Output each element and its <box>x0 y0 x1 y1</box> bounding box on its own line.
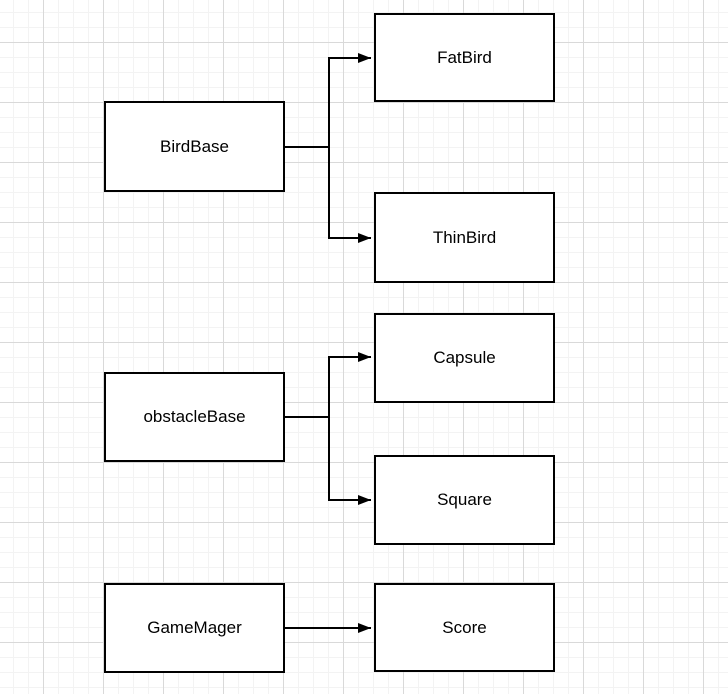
node-birdbase-label: BirdBase <box>160 136 229 156</box>
node-square-label: Square <box>437 490 492 509</box>
node-obstaclebase-label: obstacleBase <box>143 407 246 426</box>
node-obstaclebase[interactable]: obstacleBase <box>104 372 285 462</box>
node-capsule-label: Capsule <box>433 348 496 367</box>
node-thinbird[interactable]: ThinBird <box>374 192 555 283</box>
node-score-label: Score <box>442 617 487 637</box>
node-fatbird-label: FatBird <box>437 47 492 67</box>
node-gamemager-label: GameMager <box>147 618 242 637</box>
node-birdbase[interactable]: BirdBase <box>104 101 285 192</box>
node-gamemager[interactable]: GameMager <box>104 583 285 673</box>
edge-birdbase-thinbird[interactable] <box>284 146 371 243</box>
node-score[interactable]: Score <box>374 583 555 672</box>
node-thinbird-label: ThinBird <box>432 227 497 247</box>
node-capsule[interactable]: Capsule <box>374 313 555 403</box>
edge-obstaclebase-square[interactable] <box>284 416 371 505</box>
edge-birdbase-fatbird[interactable] <box>284 53 371 148</box>
node-fatbird[interactable]: FatBird <box>374 13 555 102</box>
edge-obstaclebase-capsule[interactable] <box>284 352 371 418</box>
node-square[interactable]: Square <box>374 455 555 545</box>
